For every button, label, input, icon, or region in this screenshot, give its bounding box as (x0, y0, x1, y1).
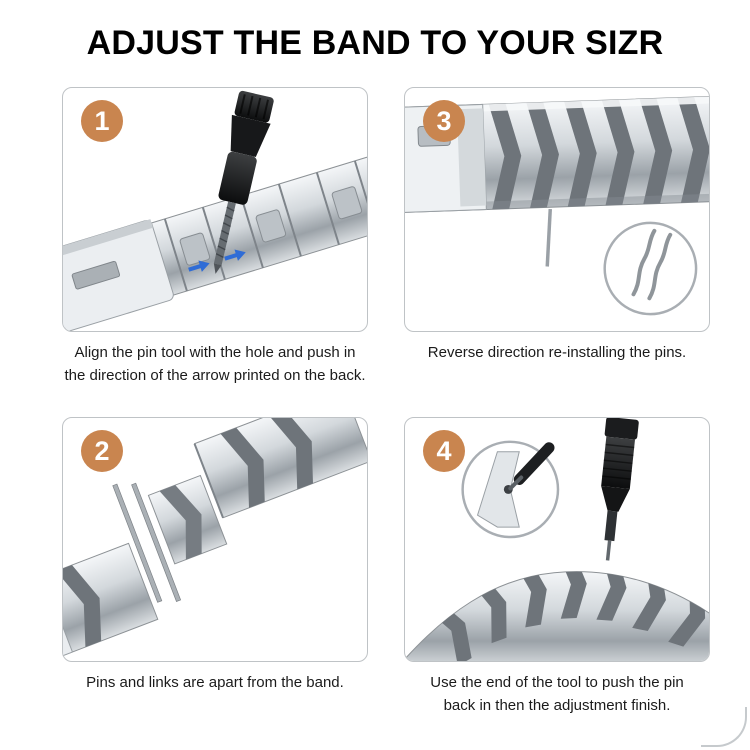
single-link (147, 474, 228, 565)
step-panel-1: 1 Align the pin tool with the hole and p… (62, 87, 368, 391)
step-panel-3: 3 Reverse direction re-installing the pi… (404, 87, 710, 391)
step-2-image-frame: 2 (62, 417, 368, 662)
band-segment-upper (193, 418, 367, 519)
step-1-illustration (63, 90, 367, 331)
step-4-image-frame: 4 (404, 417, 710, 662)
band-clasp (63, 219, 174, 331)
step-1-caption: Align the pin tool with the hole and pus… (64, 344, 366, 385)
loose-pin (545, 208, 552, 267)
step-2-caption: Pins and links are apart from the band. (86, 674, 344, 691)
step-3-illustration (405, 95, 709, 316)
step-number-badge: 1 (81, 100, 123, 142)
step-number-badge: 3 (423, 100, 465, 142)
magnifier-detail-circle (461, 440, 560, 539)
steps-grid: 1 Align the pin tool with the hole and p… (40, 87, 710, 721)
step-panel-4: 4 Use the end of the tool to push the pi… (404, 417, 710, 721)
step-4-caption: Use the end of the tool to push the pin … (430, 674, 684, 715)
step-4-illustration (405, 418, 709, 661)
step-panel-2: 2 Pins and links are apart from the band… (62, 417, 368, 721)
step-1-image-frame: 1 (62, 87, 368, 332)
step-2-illustration (63, 418, 367, 661)
magnifier-detail-circle (603, 221, 698, 316)
watch-band (63, 147, 367, 331)
direction-arrow-icons (188, 249, 246, 272)
page-title: ADJUST THE BAND TO YOUR SIZR (86, 24, 664, 62)
step-number-badge: 4 (423, 430, 465, 472)
pin-push-tool (601, 418, 639, 561)
step-number-badge: 2 (81, 430, 123, 472)
step-3-caption: Reverse direction re-installing the pins… (427, 344, 687, 361)
link-pins (112, 482, 182, 603)
curved-band (405, 571, 709, 661)
pin-removal-tool (213, 90, 274, 274)
band-segment-lower (63, 542, 159, 661)
step-3-image-frame: 3 (404, 87, 710, 332)
image-corner-border (701, 707, 747, 747)
